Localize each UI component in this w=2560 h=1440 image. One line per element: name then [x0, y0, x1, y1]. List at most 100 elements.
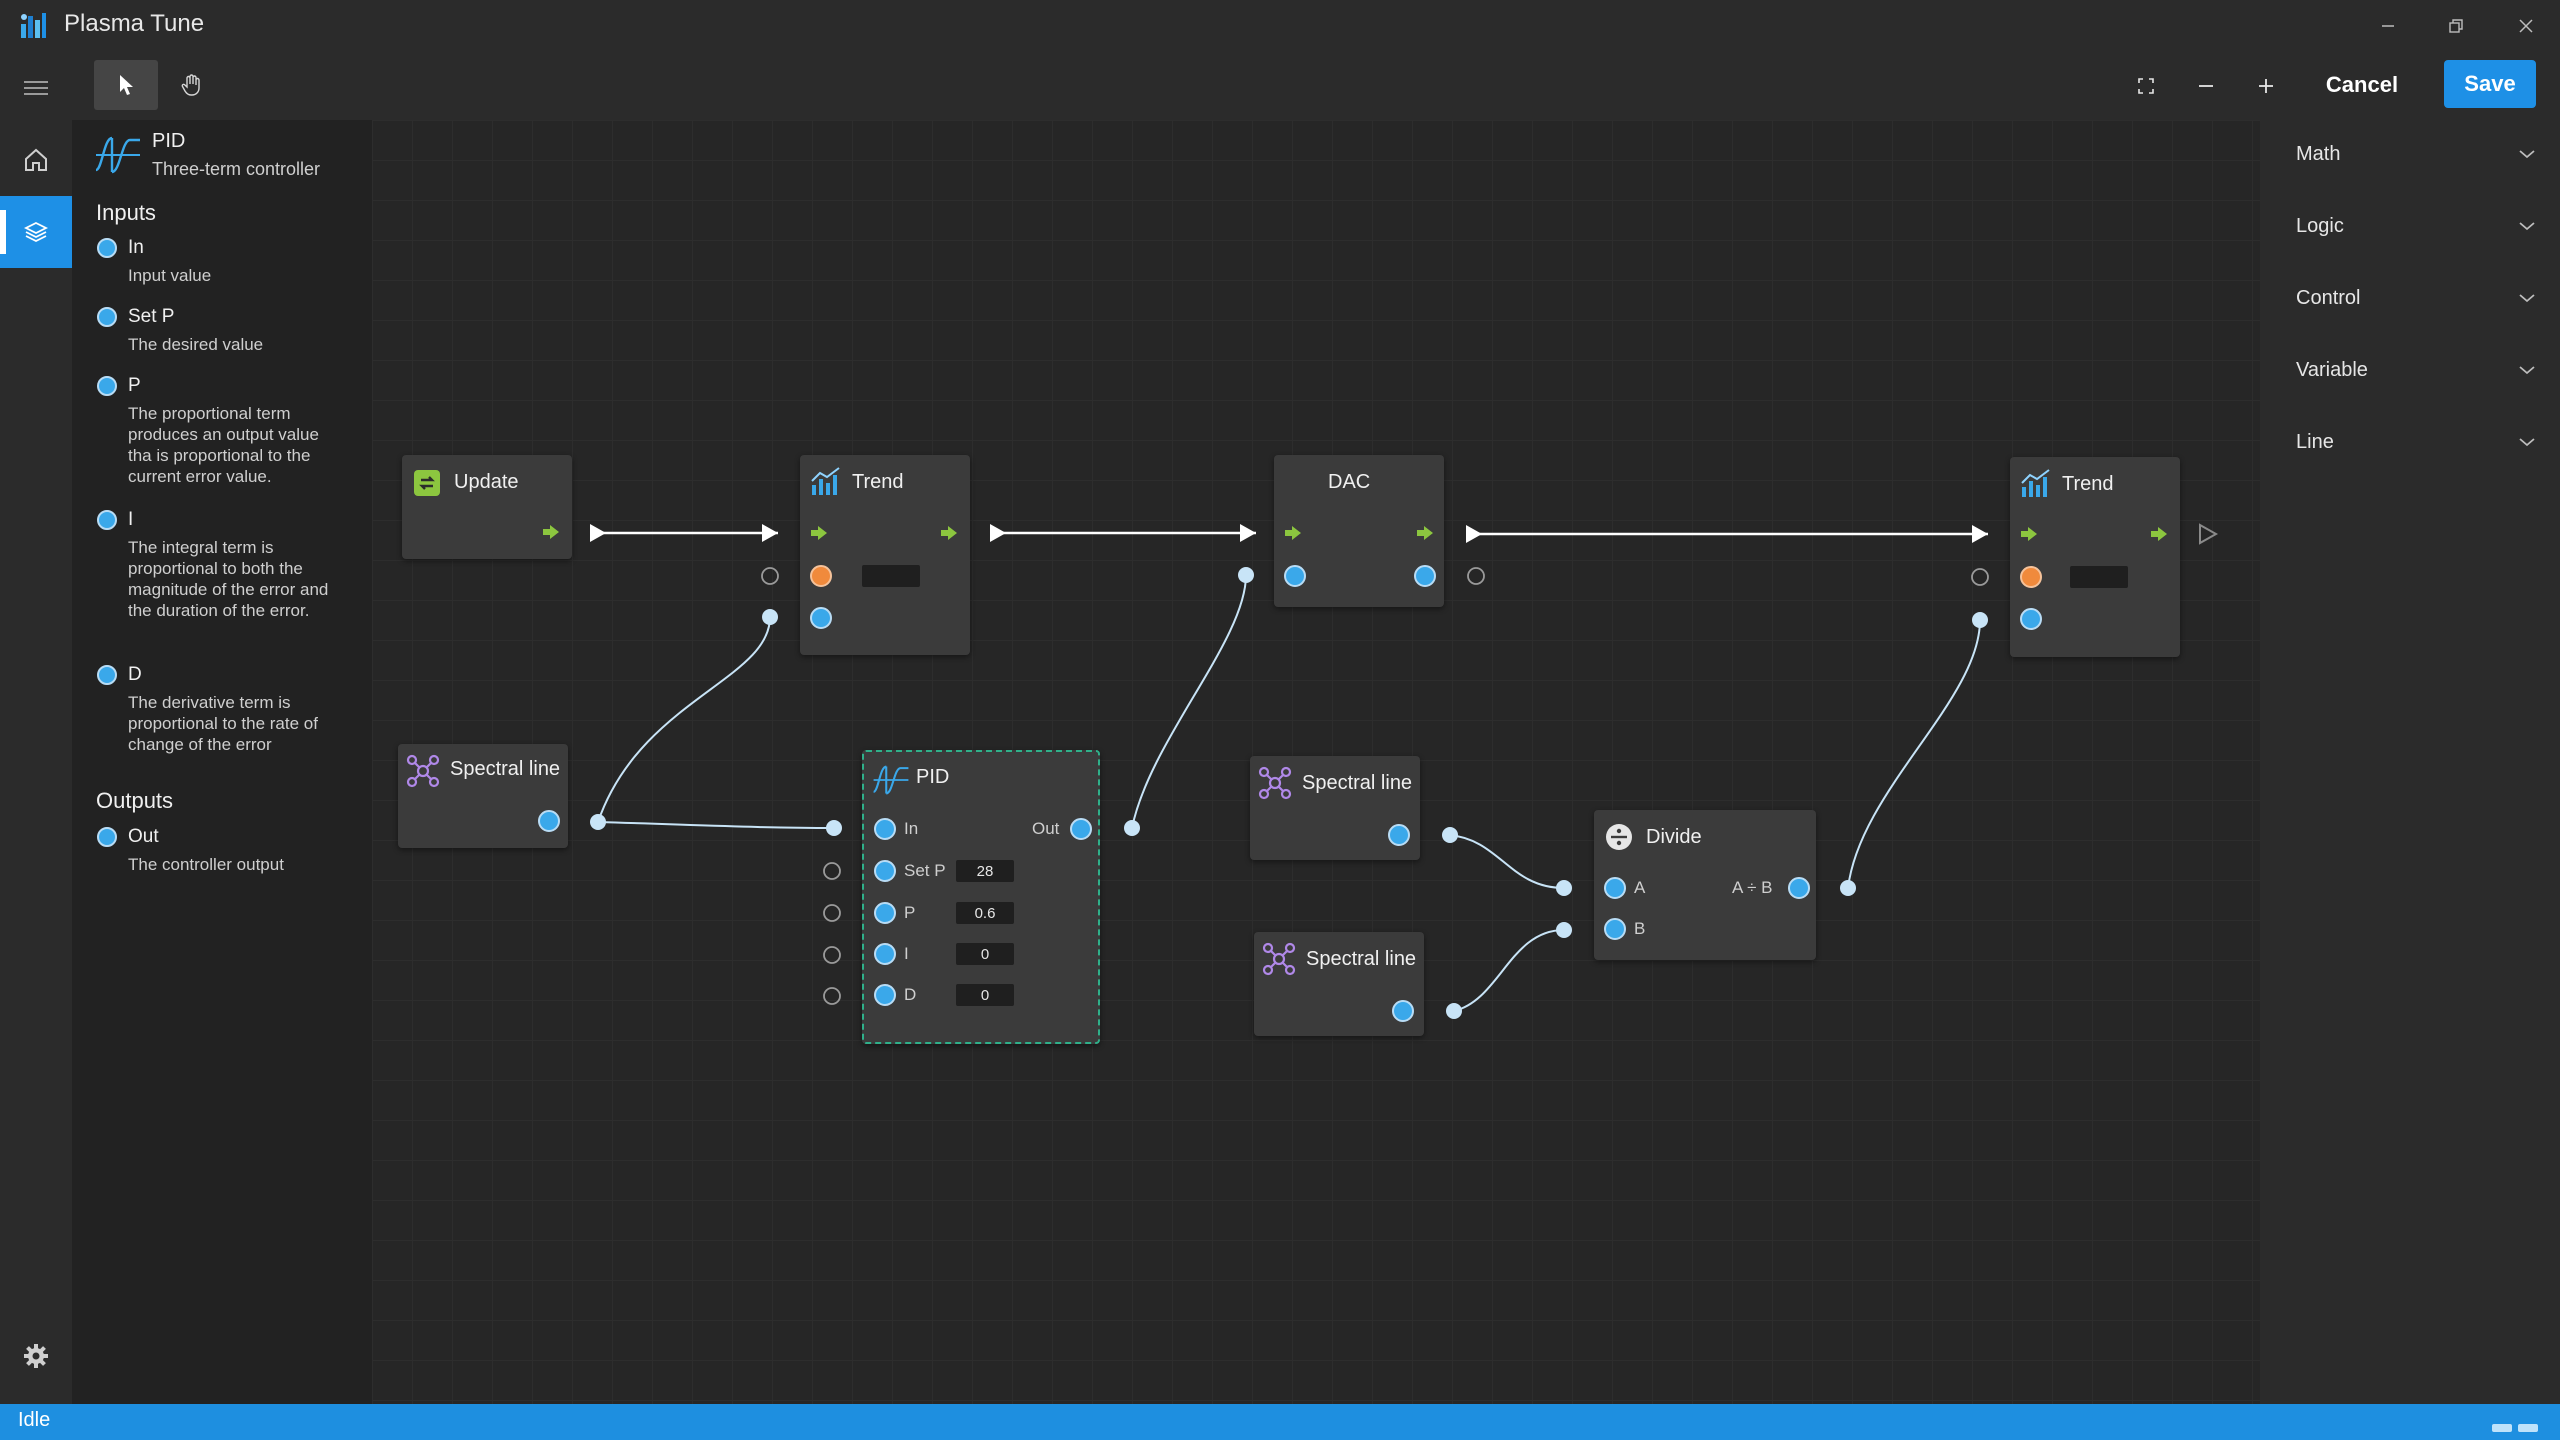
menu-button[interactable] — [0, 52, 72, 124]
node-divide[interactable]: Divide A A ÷ B B — [1594, 810, 1816, 960]
input-desc: The derivative term is proportional to t… — [128, 693, 318, 754]
home-button[interactable] — [0, 124, 72, 196]
input-name: In — [128, 237, 144, 258]
pid-out-label: Out — [1032, 819, 1060, 838]
pid-setp-label: Set P — [904, 861, 946, 880]
exec-in-port[interactable] — [2020, 525, 2038, 548]
node-spectral-line[interactable]: Spectral line — [398, 744, 568, 848]
save-button[interactable]: Save — [2444, 60, 2536, 108]
inputs-heading: Inputs — [96, 200, 156, 225]
zoom-out-button[interactable] — [2190, 70, 2222, 102]
status-indicator — [2492, 1424, 2512, 1432]
exec-in-port[interactable] — [1284, 524, 1302, 547]
pid-i-port[interactable] — [874, 943, 896, 965]
node-update[interactable]: Update — [402, 455, 572, 559]
fit-screen-button[interactable] — [2130, 70, 2162, 102]
pid-d-port[interactable] — [874, 984, 896, 1006]
trend-value-field[interactable] — [2070, 566, 2128, 588]
pan-tool-button[interactable] — [160, 60, 224, 110]
divide-b-label: B — [1634, 919, 1646, 938]
chevron-down-icon — [2519, 294, 2535, 303]
trend-icon — [2020, 467, 2052, 499]
blue-input-port[interactable] — [2020, 608, 2042, 630]
pid-i-label: I — [904, 944, 909, 963]
input-port-dot — [97, 307, 117, 327]
category-line[interactable]: Line — [2296, 422, 2536, 462]
orange-input-port[interactable] — [810, 565, 832, 587]
cancel-button[interactable]: Cancel — [2325, 72, 2399, 97]
category-label: Math — [2296, 142, 2341, 165]
node-trend[interactable]: Trend — [2010, 457, 2180, 657]
molecule-icon — [406, 754, 440, 788]
divide-a-label: A — [1634, 878, 1646, 897]
node-title: Update — [454, 471, 519, 493]
node-pid[interactable]: PID In Out Set P 28 P 0.6 I 0 D 0 — [862, 750, 1100, 1044]
blue-output-port[interactable] — [538, 810, 560, 832]
props-node-subtitle: Three-term controller — [152, 159, 321, 179]
pointer-tool-button[interactable] — [94, 60, 158, 110]
close-icon — [2519, 19, 2533, 33]
exec-out-port[interactable] — [542, 523, 560, 546]
exec-out-port[interactable] — [940, 524, 958, 547]
output-name: Out — [128, 826, 159, 847]
node-title: Trend — [852, 471, 904, 493]
molecule-icon — [1258, 766, 1292, 800]
category-control[interactable]: Control — [2296, 278, 2536, 318]
input-name: Set P — [128, 306, 175, 327]
pid-in-label: In — [904, 819, 919, 838]
pid-p-field[interactable]: 0.6 — [956, 902, 1014, 924]
node-spectral-line[interactable]: Spectral line — [1254, 932, 1424, 1036]
trend-icon — [810, 465, 842, 497]
minimize-window-button[interactable] — [2364, 8, 2412, 44]
pid-p-port[interactable] — [874, 902, 896, 924]
close-window-button[interactable] — [2502, 8, 2550, 44]
node-trend[interactable]: Trend — [800, 455, 970, 655]
input-desc: The desired value — [128, 335, 264, 354]
pid-i-field[interactable]: 0 — [956, 943, 1014, 965]
pid-in-port[interactable] — [874, 818, 896, 840]
input-port-dot — [97, 665, 117, 685]
pid-icon — [872, 760, 910, 800]
trend-value-field[interactable] — [862, 565, 920, 587]
outputs-heading: Outputs — [96, 788, 174, 813]
blue-input-port[interactable] — [1284, 565, 1306, 587]
properties-panel — [72, 120, 372, 1404]
node-title: DAC — [1328, 471, 1371, 493]
orange-input-port[interactable] — [2020, 566, 2042, 588]
divide-a-port[interactable] — [1604, 877, 1626, 899]
gear-icon — [24, 1344, 48, 1368]
node-spectral-line[interactable]: Spectral line — [1250, 756, 1420, 860]
divide-out-port[interactable] — [1788, 877, 1810, 899]
pid-d-field[interactable]: 0 — [956, 984, 1014, 1006]
blue-output-port[interactable] — [1388, 824, 1410, 846]
exec-in-port[interactable] — [810, 524, 828, 547]
exec-out-port[interactable] — [1416, 524, 1434, 547]
restore-window-button[interactable] — [2432, 8, 2480, 44]
category-math[interactable]: Math — [2296, 134, 2536, 174]
layers-button[interactable] — [0, 196, 72, 268]
refresh-icon — [412, 468, 442, 498]
settings-button[interactable] — [0, 1320, 72, 1392]
pid-p-label: P — [904, 903, 916, 922]
chevron-down-icon — [2519, 438, 2535, 447]
minimize-icon — [2382, 25, 2394, 27]
divide-b-port[interactable] — [1604, 918, 1626, 940]
app-title: Plasma Tune — [64, 10, 205, 37]
pid-setp-field[interactable]: 28 — [956, 860, 1014, 882]
zoom-in-button[interactable] — [2250, 70, 2282, 102]
category-variable[interactable]: Variable — [2296, 350, 2536, 390]
pointer-icon — [120, 75, 133, 95]
node-title: Trend — [2062, 473, 2114, 495]
pid-out-port[interactable] — [1070, 818, 1092, 840]
category-label: Line — [2296, 430, 2334, 453]
blue-input-port[interactable] — [810, 607, 832, 629]
pid-d-label: D — [904, 985, 917, 1004]
blue-output-port[interactable] — [1392, 1000, 1414, 1022]
input-port-dot — [97, 510, 117, 530]
exec-out-port[interactable] — [2150, 525, 2168, 548]
input-desc: Input value — [128, 266, 212, 285]
blue-output-port[interactable] — [1414, 565, 1436, 587]
category-logic[interactable]: Logic — [2296, 206, 2536, 246]
pid-setp-port[interactable] — [874, 860, 896, 882]
node-dac[interactable]: DAC — [1274, 455, 1444, 607]
